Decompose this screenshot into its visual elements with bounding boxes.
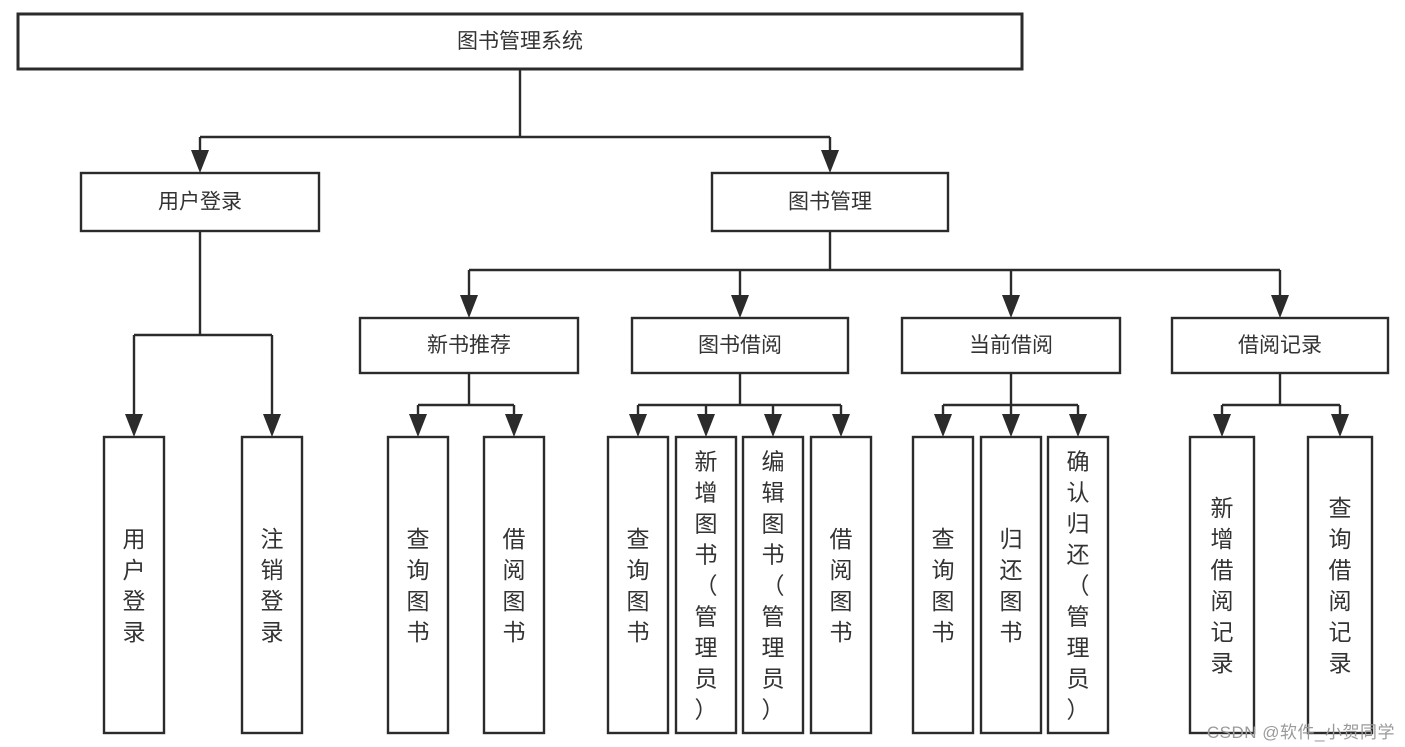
node-box <box>710 171 950 233</box>
arrowhead-icon <box>460 295 478 318</box>
node-label: 图书管理 <box>788 191 872 214</box>
node-当前借阅[interactable]: 当前借阅 <box>900 316 1122 375</box>
arrowhead-icon <box>125 414 143 437</box>
node-label: 用户登录 <box>158 191 242 214</box>
node-新书推荐[interactable]: 新书推荐 <box>358 316 580 375</box>
node-label: 注销登录 <box>261 526 284 645</box>
node-注销登录[interactable]: 注销登录 <box>240 435 304 735</box>
arrowhead-icon <box>821 150 839 173</box>
node-label: 查询图书 <box>932 526 955 645</box>
node-label: 新增图书（管理员） <box>695 449 718 723</box>
node-box <box>674 435 738 735</box>
node-label: 归还图书 <box>1000 526 1023 645</box>
node-box <box>79 171 321 233</box>
arrowhead-icon <box>832 414 850 437</box>
node-box <box>16 12 1024 71</box>
arrowhead-icon <box>1002 414 1020 437</box>
arrowhead-icon <box>1331 414 1349 437</box>
node-借阅图书[interactable]: 借阅图书 <box>482 435 546 735</box>
node-label: 编辑图书（管理员） <box>762 449 785 723</box>
node-查询图书[interactable]: 查询图书 <box>606 435 670 735</box>
arrowhead-icon <box>1213 414 1231 437</box>
node-label: 借阅记录 <box>1238 334 1322 357</box>
node-label: 查询图书 <box>627 526 650 645</box>
node-确认归还管理员[interactable]: 确认归还（管理员） <box>1046 435 1110 735</box>
arrowhead-icon <box>697 414 715 437</box>
node-新增借阅记录[interactable]: 新增借阅记录 <box>1188 435 1256 735</box>
node-label: 图书管理系统 <box>457 30 583 53</box>
arrowhead-icon <box>1271 295 1289 318</box>
node-新增图书管理员[interactable]: 新增图书（管理员） <box>674 435 738 735</box>
node-box <box>1188 435 1256 735</box>
node-查询借阅记录[interactable]: 查询借阅记录 <box>1306 435 1374 735</box>
node-借阅记录[interactable]: 借阅记录 <box>1170 316 1390 375</box>
node-box <box>809 435 873 735</box>
node-box <box>630 316 850 375</box>
node-box <box>911 435 975 735</box>
node-label: 借阅图书 <box>830 526 853 645</box>
arrowhead-icon <box>409 414 427 437</box>
node-label: 新书推荐 <box>427 334 511 357</box>
node-图书借阅[interactable]: 图书借阅 <box>630 316 850 375</box>
node-用户登录[interactable]: 用户登录 <box>79 171 321 233</box>
node-查询图书[interactable]: 查询图书 <box>911 435 975 735</box>
arrowhead-icon <box>764 414 782 437</box>
arrowhead-icon <box>731 295 749 318</box>
node-编辑图书管理员[interactable]: 编辑图书（管理员） <box>741 435 805 735</box>
node-label: 用户登录 <box>123 526 146 645</box>
node-用户登录[interactable]: 用户登录 <box>102 435 166 735</box>
node-box <box>482 435 546 735</box>
node-label: 查询借阅记录 <box>1329 495 1352 676</box>
node-box <box>1170 316 1390 375</box>
node-box <box>741 435 805 735</box>
node-借阅图书[interactable]: 借阅图书 <box>809 435 873 735</box>
node-label: 借阅图书 <box>503 526 526 645</box>
node-box <box>1306 435 1374 735</box>
node-box <box>979 435 1043 735</box>
node-归还图书[interactable]: 归还图书 <box>979 435 1043 735</box>
connector-layer <box>125 69 1349 437</box>
node-box <box>240 435 304 735</box>
arrowhead-icon <box>934 414 952 437</box>
node-box <box>358 316 580 375</box>
arrowhead-icon <box>629 414 647 437</box>
node-label: 查询图书 <box>407 526 430 645</box>
arrowhead-icon <box>191 150 209 173</box>
node-图书管理[interactable]: 图书管理 <box>710 171 950 233</box>
node-label: 图书借阅 <box>698 334 782 357</box>
node-layer: 图书管理系统用户登录图书管理新书推荐图书借阅当前借阅借阅记录用户登录注销登录查询… <box>16 12 1390 735</box>
node-图书管理系统[interactable]: 图书管理系统 <box>16 12 1024 71</box>
arrowhead-icon <box>1069 414 1087 437</box>
node-box <box>386 435 450 735</box>
node-box <box>606 435 670 735</box>
arrowhead-icon <box>1002 295 1020 318</box>
node-label: 新增借阅记录 <box>1211 495 1234 676</box>
node-box <box>1046 435 1110 735</box>
node-查询图书[interactable]: 查询图书 <box>386 435 450 735</box>
node-label: 当前借阅 <box>969 334 1053 357</box>
arrowhead-icon <box>505 414 523 437</box>
arrowhead-icon <box>263 414 281 437</box>
node-box <box>102 435 166 735</box>
node-box <box>900 316 1122 375</box>
node-label: 确认归还（管理员） <box>1067 449 1090 723</box>
